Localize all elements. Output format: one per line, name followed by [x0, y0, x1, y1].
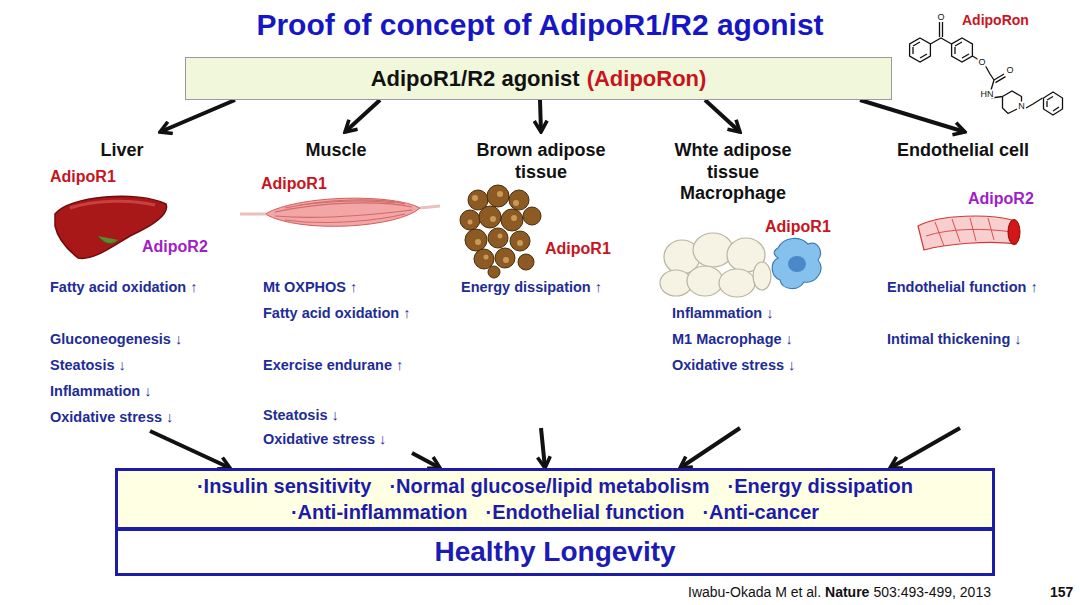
- citation-text: Iwabu-Okada M et al.: [688, 584, 821, 600]
- organ-column: MuscleAdipoR1 Mt OXPHOS ↑ Fatty acid oxida…: [258, 132, 443, 453]
- receptor-label: AdipoR1: [545, 240, 611, 258]
- agonist-text: AdipoR1/R2 agonist: [371, 66, 580, 92]
- receptor-label: AdipoR2: [142, 238, 208, 256]
- organ-column: Whte adipose tissue MacrophageAdipoR1Inf…: [655, 132, 860, 428]
- effect-item: ·Insulin sensitivity: [197, 473, 371, 499]
- connector-arrow: [680, 428, 740, 468]
- organ-heading: Whte adipose tissue Macrophage: [655, 140, 811, 205]
- atom-label: N: [1017, 102, 1026, 111]
- slide-title: Proof of concept of AdipoR1/R2 agonist: [0, 8, 1080, 42]
- page-number: 157: [1050, 584, 1073, 600]
- atom-label: O: [936, 13, 945, 22]
- effect-text: Gluconeogenesis ↓: [50, 330, 182, 348]
- effect-text: Oxidative stress ↓: [263, 430, 386, 448]
- effect-text: Oxidative stress ↓: [672, 356, 795, 374]
- effects-box: ·Insulin sensitivity ·Normal glucose/lipi…: [115, 468, 995, 530]
- citation-text: 503:493-499, 2013: [873, 584, 991, 600]
- effect-text: Steatosis ↓: [50, 356, 126, 374]
- effect-text: Energy dissipation ↑: [461, 278, 611, 296]
- connector-arrow: [160, 100, 235, 132]
- effect-text: Exercise endurane ↑: [263, 356, 403, 374]
- effect-item: ·Energy dissipation: [727, 473, 913, 499]
- effect-text: Oxidative stress ↓: [50, 408, 173, 426]
- effect-text: Fatty acid oxidation ↑: [50, 278, 197, 296]
- agonist-box: AdipoR1/R2 agonist (AdipoRon): [185, 57, 892, 100]
- effect-item: ·Endothelial function: [486, 499, 685, 525]
- receptor-label: AdipoR2: [968, 190, 1034, 208]
- connector-arrow: [860, 100, 965, 132]
- organ-heading: Liver: [72, 140, 172, 162]
- connector-arrow: [412, 453, 440, 468]
- effect-text: Inflammation ↓: [50, 382, 152, 400]
- connector-arrow: [150, 431, 230, 468]
- muscle-illustration: [240, 198, 440, 226]
- effects-row: ·Insulin sensitivity ·Normal glucose/lipi…: [197, 473, 913, 499]
- organ-heading: Muscle: [286, 140, 386, 162]
- effect-item: ·Anti-cancer: [702, 499, 819, 525]
- organ-column: LiverAdipoR1AdipoR2Fatty acid oxidation …: [46, 132, 251, 431]
- atom-label: HN: [980, 90, 995, 99]
- outcome-text: Healthy Longevity: [434, 536, 675, 568]
- effect-item: ·Anti-inflammation: [291, 499, 468, 525]
- receptor-label: AdipoR1: [261, 175, 327, 193]
- receptor-label: AdipoR1: [765, 218, 831, 236]
- brown-adipose-illustration: [460, 185, 541, 278]
- effect-text: Steatosis ↓: [263, 406, 339, 424]
- effect-text: Endothelial function ↑: [887, 278, 1038, 296]
- effects-row: ·Anti-inflammation ·Endothelial function ·…: [291, 499, 819, 525]
- organ-column: Endothelial cellAdipoR2Endothelial funct…: [880, 132, 1070, 428]
- connector-arrow: [540, 100, 541, 132]
- atom-label: O: [1005, 66, 1014, 75]
- adiporon-structure: [910, 22, 1063, 115]
- citation: Iwabu-Okada M et al.Nature503:493-499, 2…: [688, 584, 991, 600]
- agonist-name: (AdipoRon): [587, 66, 707, 92]
- white-adipose-illustration: [660, 233, 771, 297]
- organ-heading: Endothelial cell: [893, 140, 1033, 162]
- macrophage-illustration: [772, 238, 821, 288]
- effect-item: ·Normal glucose/lipid metabolism: [389, 473, 709, 499]
- receptor-label: AdipoR1: [50, 168, 116, 186]
- outcome-box: Healthy Longevity: [115, 528, 995, 576]
- effect-text: Fatty acid oxidation ↑: [263, 304, 441, 322]
- atom-label: O: [977, 58, 986, 67]
- citation-journal: Nature: [825, 584, 869, 600]
- effect-text: Intimal thickening ↓: [887, 330, 1022, 348]
- effect-text: Mt OXPHOS ↑: [263, 278, 357, 296]
- compound-name: AdipoRon: [962, 12, 1029, 28]
- organ-heading: Brown adipose tissue: [461, 140, 621, 183]
- connector-arrow: [541, 428, 545, 468]
- connector-arrow: [345, 100, 380, 132]
- effect-text: Inflammation ↓: [672, 304, 774, 322]
- blood-vessel-illustration: [918, 216, 1020, 250]
- connector-arrow: [705, 100, 740, 132]
- connector-arrow: [890, 428, 960, 468]
- effect-text: M1 Macrophage ↓: [672, 330, 793, 348]
- organ-column: Brown adipose tissueAdipoR1Energy dissip…: [455, 132, 655, 428]
